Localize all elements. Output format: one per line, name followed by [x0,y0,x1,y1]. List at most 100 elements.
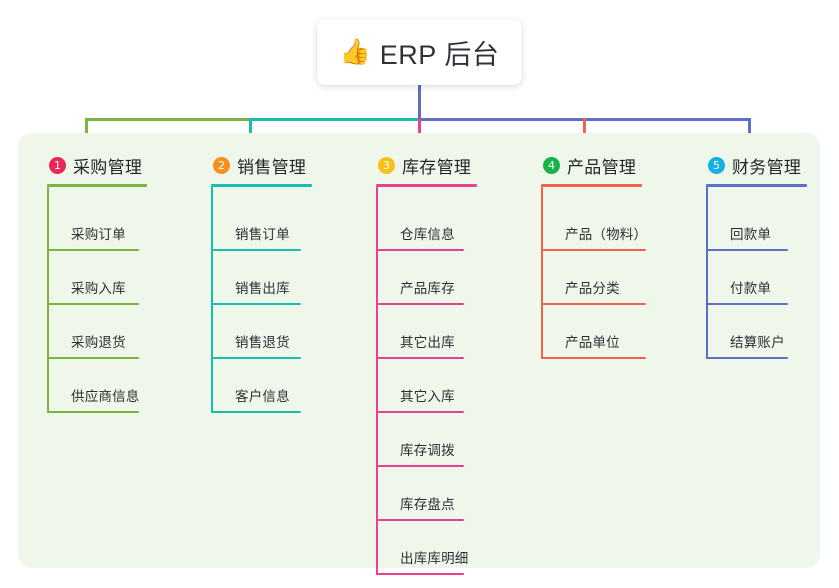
column-title-1: 采购管理 [73,157,143,177]
leaf-node[interactable]: 仓库信息 [376,197,477,251]
column-header-rule-1 [47,184,147,187]
leaf-node[interactable]: 回款单 [706,197,807,251]
leaf-node[interactable]: 出库库明细 [376,521,477,575]
leaf-node[interactable]: 销售订单 [211,197,312,251]
column-spine-1 [47,187,49,413]
leaf-label: 采购入库 [71,281,126,296]
leaf-label: 库存盘点 [400,497,455,512]
leaf-node[interactable]: 采购退货 [47,305,147,359]
leaf-rule [47,303,139,305]
leaf-rule [376,465,464,467]
column-title-5: 财务管理 [732,157,802,177]
leaf-rule [376,573,464,575]
column-title-4: 产品管理 [567,157,637,177]
root-node[interactable]: 👍 ERP 后台 [317,19,522,85]
column-title-3: 库存管理 [402,157,472,177]
column-header-rule-4 [541,184,642,187]
column-title-2: 销售管理 [237,157,307,177]
leaf-node[interactable]: 付款单 [706,251,807,305]
leaf-label: 其它入库 [400,389,455,404]
column-badge-5: 5 [708,156,725,174]
leaf-node[interactable]: 其它出库 [376,305,477,359]
leaf-label: 回款单 [730,227,772,242]
leaf-rule [47,411,139,413]
leaf-node[interactable]: 销售退货 [211,305,312,359]
column-spine-2 [211,187,213,413]
leaf-node[interactable]: 产品单位 [541,305,646,359]
leaf-label: 销售出库 [235,281,290,296]
column-3: 3 库存管理仓库信息产品库存其它出库其它入库库存调拨库存盘点出库库明细 [376,148,477,575]
column-badge-1: 1 [49,156,66,174]
column-header-rule-3 [376,184,477,187]
column-badge-4: 4 [543,156,560,174]
leaf-label: 销售退货 [235,335,290,350]
thumbs-up-icon: 👍 [339,37,371,66]
leaf-rule [47,357,139,359]
leaf-node[interactable]: 产品（物料） [541,197,647,251]
column-2: 2 销售管理销售订单销售出库销售退货客户信息 [211,148,312,413]
leaf-label: 产品库存 [400,281,455,296]
leaf-label: 产品（物料） [565,227,648,242]
column-spine-5 [706,187,708,359]
leaf-label: 结算账户 [730,335,785,350]
column-header-4[interactable]: 4 产品管理 [541,148,642,182]
leaf-node[interactable]: 客户信息 [211,359,312,413]
leaf-rule [706,249,788,251]
leaf-label: 采购退货 [71,335,126,350]
leaf-rule [211,357,301,359]
leaf-label: 采购订单 [71,227,126,242]
leaf-label: 客户信息 [235,389,290,404]
leaf-label: 其它出库 [400,335,455,350]
leaf-node[interactable]: 库存盘点 [376,467,477,521]
leaf-node[interactable]: 采购入库 [47,251,147,305]
column-header-5[interactable]: 5 财务管理 [706,148,807,182]
leaf-node[interactable]: 销售出库 [211,251,312,305]
leaf-node[interactable]: 其它入库 [376,359,477,413]
column-body-1: 采购订单采购入库采购退货供应商信息 [47,187,147,413]
leaf-rule [706,357,788,359]
column-body-3: 仓库信息产品库存其它出库其它入库库存调拨库存盘点出库库明细 [376,187,477,575]
leaf-label: 付款单 [730,281,772,296]
leaf-rule [541,249,646,251]
leaf-label: 出库库明细 [400,551,469,566]
leaf-label: 库存调拨 [400,443,455,458]
column-header-3[interactable]: 3 库存管理 [376,148,477,182]
leaf-rule [376,303,464,305]
leaf-rule [376,519,464,521]
leaf-node[interactable]: 产品库存 [376,251,477,305]
column-header-rule-5 [706,184,807,187]
root-title: ERP 后台 [379,39,500,70]
leaf-node[interactable]: 产品分类 [541,251,646,305]
leaf-rule [211,303,301,305]
leaf-rule [376,357,464,359]
column-header-rule-2 [211,184,312,187]
leaf-rule [376,249,464,251]
leaf-node[interactable]: 结算账户 [706,305,807,359]
leaf-rule [541,357,646,359]
leaf-rule [706,303,788,305]
leaf-label: 供应商信息 [71,389,140,404]
column-4: 4 产品管理产品（物料） 产品分类产品单位 [541,148,647,359]
column-body-4: 产品（物料） 产品分类产品单位 [541,187,647,359]
column-badge-2: 2 [213,156,230,174]
leaf-node[interactable]: 库存调拨 [376,413,477,467]
column-1: 1 采购管理采购订单采购入库采购退货供应商信息 [47,148,147,413]
column-badge-3: 3 [378,156,395,174]
leaf-rule [376,411,464,413]
leaf-rule [211,411,301,413]
column-header-2[interactable]: 2 销售管理 [211,148,312,182]
column-spine-4 [541,187,543,359]
leaf-rule [211,249,301,251]
leaf-node[interactable]: 采购订单 [47,197,147,251]
leaf-rule [541,303,646,305]
column-body-5: 回款单付款单结算账户 [706,187,807,359]
column-header-1[interactable]: 1 采购管理 [47,148,147,182]
leaf-label: 销售订单 [235,227,290,242]
leaf-label: 仓库信息 [400,227,455,242]
leaf-label: 产品分类 [565,281,620,296]
leaf-rule [47,249,139,251]
diagram-panel [18,133,820,568]
column-body-2: 销售订单销售出库销售退货客户信息 [211,187,312,413]
leaf-label: 产品单位 [565,335,620,350]
leaf-node[interactable]: 供应商信息 [47,359,147,413]
